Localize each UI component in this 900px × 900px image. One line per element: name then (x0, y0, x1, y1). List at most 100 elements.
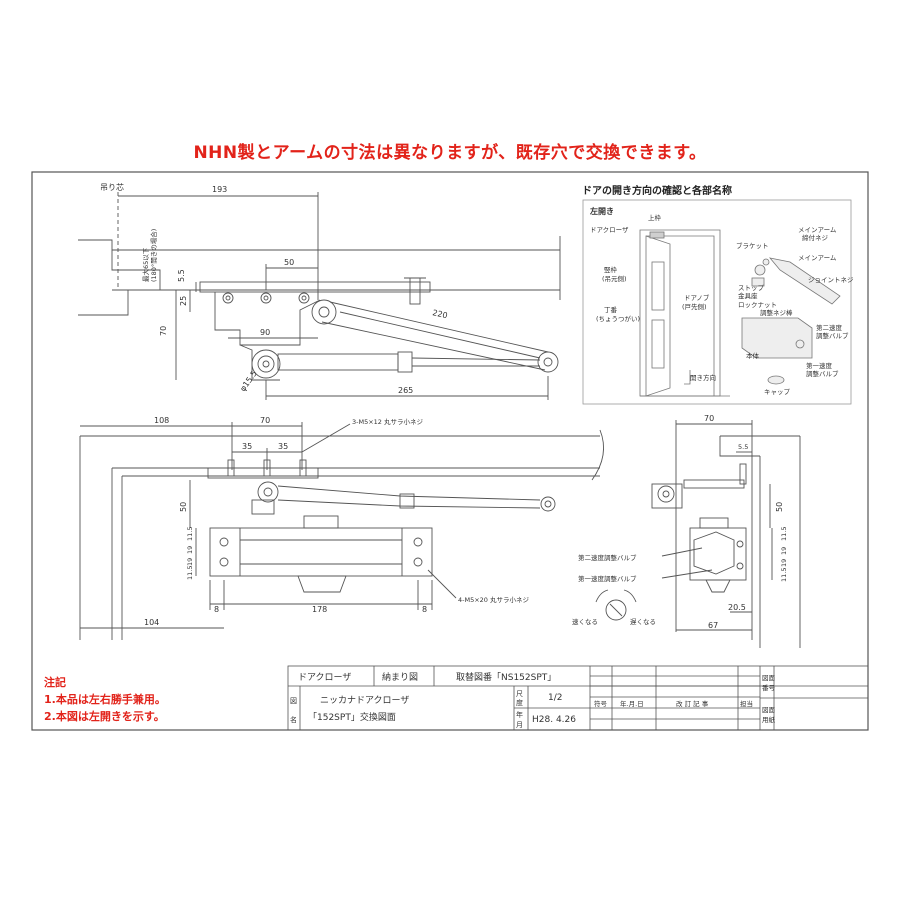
notes-item-2: 2.本図は左開きを示す。 (44, 710, 165, 723)
dim-11-5-side-b: 11.5 (780, 568, 788, 582)
inset-valve1: 第一速度 (806, 361, 833, 370)
dim-220: 220 (432, 308, 449, 320)
pivot-label: 吊り芯 (100, 182, 124, 192)
inset-door-closer: ドアクローザ (590, 226, 629, 234)
inset-hinge-sub: (ちょうつがい) (596, 314, 640, 323)
inset-title: ドアの開き方向の確認と各部名称 (582, 184, 732, 197)
inset-frame (582, 199, 852, 405)
tb-date-label-a: 年 (516, 710, 523, 719)
dim-11-5-side-a: 11.5 (780, 527, 788, 541)
inset-main-arm-screw: メインアーム (798, 226, 837, 234)
inset-door-knob: ドアノブ (684, 293, 710, 302)
inset-joint-screw: ジョイントネジ (808, 276, 854, 284)
inset-bracket: ブラケット (736, 241, 769, 250)
inset-vertical-frame: 竪枠 (604, 265, 618, 274)
inset-parts-illustration (741, 257, 841, 385)
dim-5-5-side: 5.5 (738, 443, 748, 451)
tb-scale-label-a: 尺 (516, 690, 523, 698)
inset-top-frame: 上枠 (648, 213, 662, 222)
inset-body: 本体 (746, 351, 760, 360)
fast-label: 速くなる (572, 618, 598, 626)
inset-open-dir: 開き方向 (690, 373, 716, 382)
tb-scale-label-b: 度 (516, 698, 523, 707)
valve1-label: 第一速度調整バルブ (578, 574, 637, 583)
vertical-note-a: 最大65以下 (141, 247, 150, 282)
dim-50-top: 50 (284, 258, 294, 267)
dim-5-5-top: 5.5 (177, 269, 186, 282)
dim-35-left: 35 (242, 442, 252, 451)
tb-name-line2: 「152SPT」交換図面 (308, 711, 396, 723)
tb-paper-b: 用紙 (762, 715, 776, 724)
screw-top-label: 3-M5×12 丸サラ小ネジ (352, 417, 424, 426)
inset-valve2: 第二速度 (816, 323, 843, 332)
tb-drawing-no-b: 番号 (762, 684, 776, 692)
inset-left-open: 左開き (589, 206, 614, 216)
dim-193: 193 (212, 185, 227, 194)
dim-19-front-b: 19 (186, 558, 194, 566)
notes-item-1: 1.本品は左右勝手兼用。 (44, 693, 166, 706)
notes-title: 注記 (44, 676, 66, 689)
tb-fig-label-b: 名 (290, 715, 297, 724)
dim-19-side-a: 19 (780, 547, 788, 555)
dim-67: 67 (708, 621, 718, 630)
inset-vertical-frame-sub: (吊元側) (602, 275, 627, 283)
headline: NHN製とアームの寸法は異なりますが、既存穴で交換できます。 (193, 143, 707, 163)
dim-19-front-a: 19 (186, 546, 194, 554)
dim-70-top: 70 (159, 326, 168, 336)
dim-35-right: 35 (278, 442, 288, 451)
inset-adjust-rod: 調整ネジ棒 (760, 308, 793, 317)
tb-drawing-no-a: 図面 (762, 674, 776, 682)
inset-door-knob-sub: (戸先側) (682, 302, 707, 311)
dim-25: 25 (179, 296, 188, 306)
dim-104: 104 (144, 618, 159, 627)
tb-scale: 1/2 (548, 693, 562, 703)
tb-kind: 納まり図 (382, 671, 418, 683)
inset-hinge: 丁番 (604, 306, 618, 314)
title-block-grid (287, 665, 869, 731)
valve2-label: 第二速度調整バルブ (578, 553, 637, 562)
tb-date: H28. 4.26 (532, 715, 576, 725)
tb-rev-person: 担当 (740, 699, 753, 708)
top-view (78, 192, 561, 400)
inset-lock-nut: ロックナット (738, 301, 777, 309)
tb-date-label-b: 月 (516, 721, 523, 729)
inset-stop-fitting: ストップ (738, 284, 765, 292)
notes: 注記 1.本品は左右勝手兼用。 2.本図は左開きを示す。 (44, 674, 166, 725)
dim-20-5: 20.5 (728, 603, 746, 612)
inset-main-arm-screw-sub: 締付ネジ (802, 233, 829, 242)
vertical-note-b: (180°開きの場合) (149, 229, 158, 282)
dim-8-right: 8 (422, 605, 427, 614)
dim-90: 90 (260, 328, 270, 337)
inset-door-illustration (639, 229, 730, 397)
dim-70-side: 70 (704, 414, 714, 423)
dim-11-5-front-b: 11.5 (186, 566, 194, 580)
dim-50-front: 50 (179, 502, 188, 512)
dim-265: 265 (398, 386, 413, 395)
tb-rev-no: 符号 (594, 699, 608, 708)
inset-stop-fitting-sub: 金具座 (738, 291, 758, 300)
dim-11-5-front-a: 11.5 (186, 527, 194, 541)
dim-70-front: 70 (260, 416, 270, 425)
tb-rev-date: 年.月.日 (620, 699, 644, 708)
dim-108: 108 (154, 416, 169, 425)
screw-body-label: 4-M5×20 丸サラ小ネジ (458, 595, 530, 604)
inset-main-arm: メインアーム (798, 254, 837, 262)
dim-phi: φ15.5 (238, 369, 259, 393)
inset-valve1-sub: 調整バルブ (806, 369, 839, 378)
tb-name-line1: ニッカナドアクローザ (320, 695, 409, 706)
tb-fig-label-a: 図 (290, 697, 297, 705)
tb-rev-note: 改 訂 記 事 (676, 699, 709, 708)
front-view (79, 422, 605, 640)
dim-19-side-b: 19 (780, 559, 788, 567)
inset-cap: キャップ (764, 388, 791, 396)
dim-8-left: 8 (214, 605, 219, 614)
tb-paper-a: 図面 (762, 706, 776, 714)
tb-item: ドアクローザ (298, 672, 351, 683)
dim-50-side: 50 (775, 502, 784, 512)
inset-valve2-sub: 調整バルブ (816, 331, 849, 340)
tb-ref: 取替図番「NS152SPT」 (456, 671, 556, 683)
slow-label: 遅くなる (630, 618, 656, 626)
side-view (595, 420, 801, 648)
